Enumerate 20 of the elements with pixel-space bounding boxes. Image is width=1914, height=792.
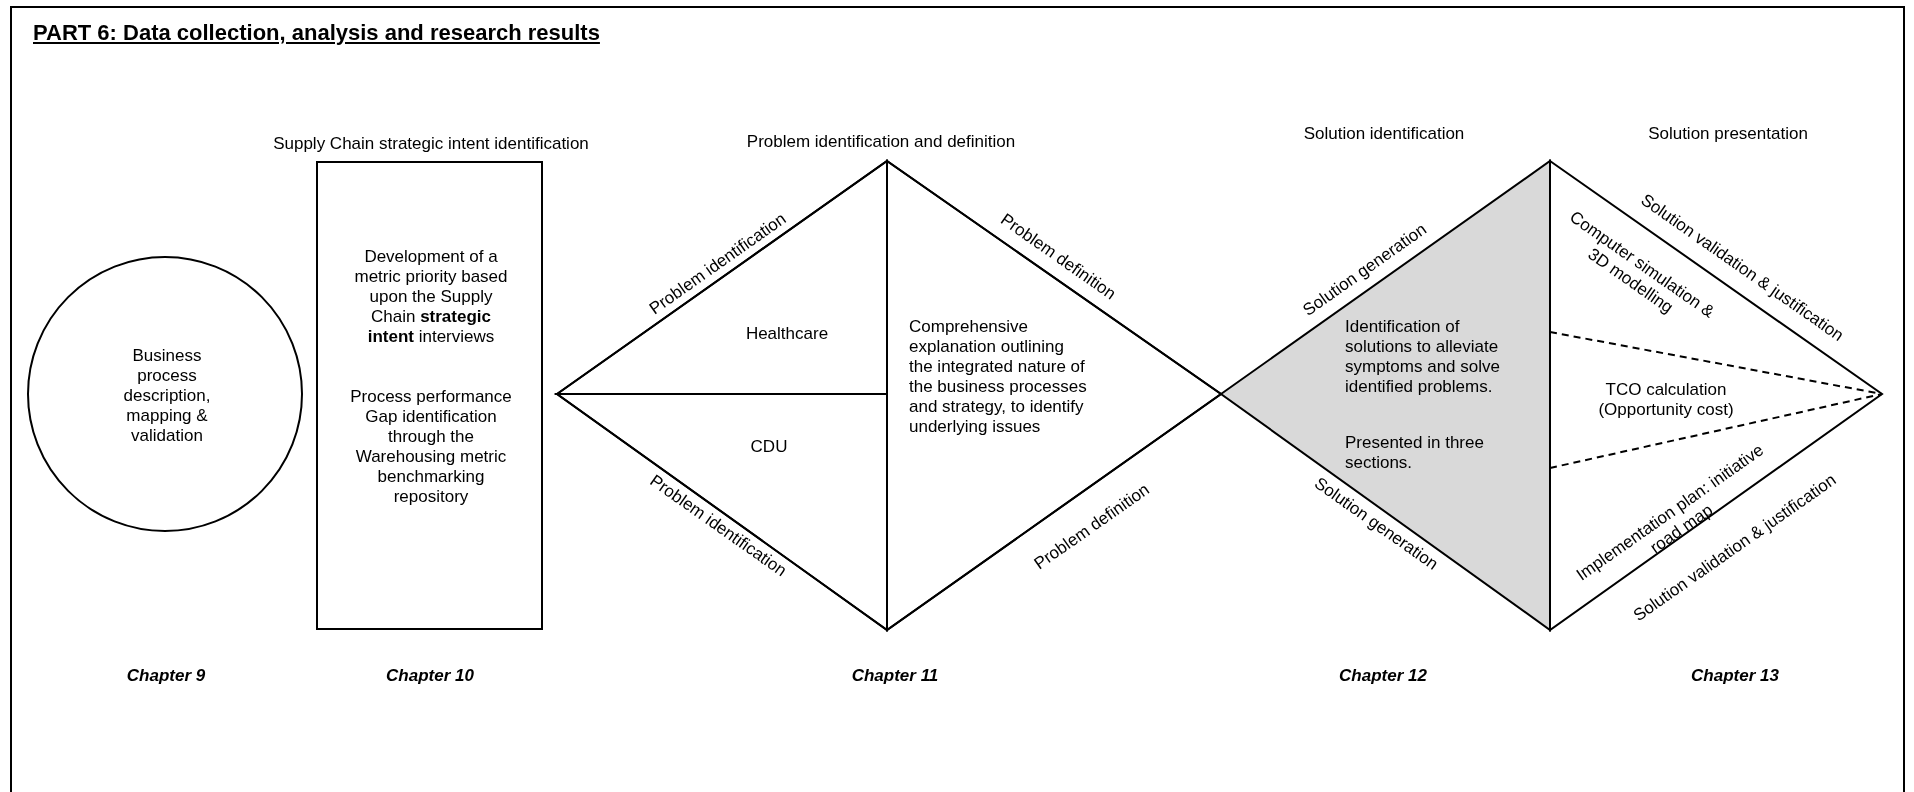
node-text: Business process description, mapping & validation [122,346,212,446]
chapter-label: Chapter 9 [126,666,206,686]
section-heading: Supply Chain strategic intent identification [272,134,590,154]
chapter-label: Chapter 13 [1691,666,1779,686]
node-text: TCO calculation (Opportunity cost) [1597,380,1735,420]
node-text: Process performance Gap identification through the Warehousing metric benchmarking repository [349,387,513,507]
node-text: CDU [749,437,789,457]
chapter-label: Chapter 12 [1339,666,1427,686]
node-text: Presented in three sections. [1345,433,1485,473]
chapter-label: Chapter 11 [851,666,939,686]
section-heading: Solution identification [1302,124,1466,144]
section-heading: Problem identification and definition [745,132,1017,152]
node-text: Healthcare [744,324,830,344]
section-heading: Solution presentation [1647,124,1809,144]
chapter-label: Chapter 10 [386,666,474,686]
node-text: Development of a metric priority based upon the Supply Chain strategic intent interviews [353,247,509,347]
node-text: Identification of solutions to alleviate symptoms and solve identified problems. [1345,317,1501,397]
process-circle [27,256,303,532]
node-text: Comprehensive explanation outlining the integrated nature of the business processes and strategy, to identify underlying issues [909,317,1088,437]
page-title: PART 6: Data collection, analysis and research results [33,20,600,46]
